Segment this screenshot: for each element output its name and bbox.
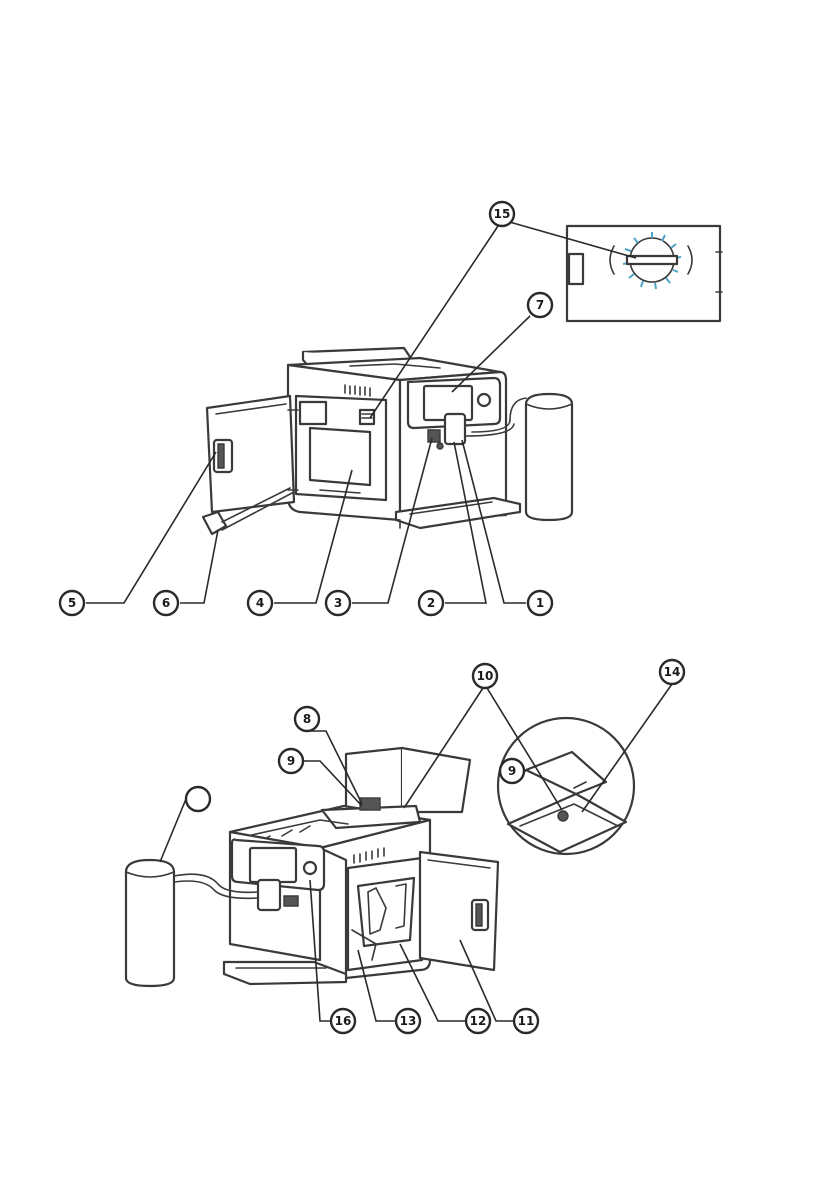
bean-hopper	[360, 798, 380, 810]
callout-10: 10	[473, 664, 497, 688]
callout-9-main: 9	[279, 749, 303, 773]
grinder-dial-inset	[567, 226, 722, 321]
callout-1: 1	[528, 591, 552, 615]
callout-blank	[186, 787, 210, 811]
callout-5: 5	[60, 591, 84, 615]
power-button	[478, 394, 490, 406]
callout-label: 9	[287, 754, 295, 768]
callout-label: 1	[536, 596, 544, 610]
coffee-spout	[428, 430, 440, 442]
callout-label: 8	[303, 712, 311, 726]
callout-label: 4	[256, 596, 264, 610]
callout-label: 14	[664, 665, 681, 679]
callout-label: 7	[536, 298, 544, 312]
callout-label: 13	[400, 1014, 417, 1028]
callout-7: 7	[528, 293, 552, 317]
drip-container	[310, 428, 370, 485]
callout-label: 10	[477, 669, 494, 683]
callout-label: 6	[162, 596, 170, 610]
callout-label: 2	[427, 596, 435, 610]
callout-label: 3	[334, 596, 342, 610]
callout-label: 9	[508, 764, 516, 778]
callout-label: 16	[335, 1014, 352, 1028]
callout-15: 15	[490, 202, 514, 226]
side-door-open-rear	[420, 852, 498, 970]
callout-4: 4	[248, 591, 272, 615]
callout-6: 6	[154, 591, 178, 615]
callout-label: 5	[68, 596, 76, 610]
power-button-rear	[304, 862, 316, 874]
callout-13: 13	[396, 1009, 420, 1033]
callout-9-inset: 9	[500, 759, 524, 783]
callout-label: 11	[518, 1014, 535, 1028]
milk-module	[445, 414, 465, 444]
drip-tray-rear	[224, 962, 346, 984]
callout-label: 12	[470, 1014, 487, 1028]
water-tank-slot	[300, 402, 326, 424]
callout-14: 14	[660, 660, 684, 684]
callout-12: 12	[466, 1009, 490, 1033]
grind-adjustment	[558, 811, 568, 821]
callout-label: 15	[494, 207, 511, 221]
touch-display-rear	[250, 848, 296, 882]
milk-module-rear	[258, 880, 280, 910]
callout-8: 8	[295, 707, 319, 731]
machine-view-front	[288, 348, 520, 528]
grinder-dial	[360, 410, 374, 424]
callout-11: 11	[514, 1009, 538, 1033]
side-door-open	[207, 396, 298, 512]
callout-3: 3	[326, 591, 350, 615]
callout-2: 2	[419, 591, 443, 615]
callout-16: 16	[331, 1009, 355, 1033]
